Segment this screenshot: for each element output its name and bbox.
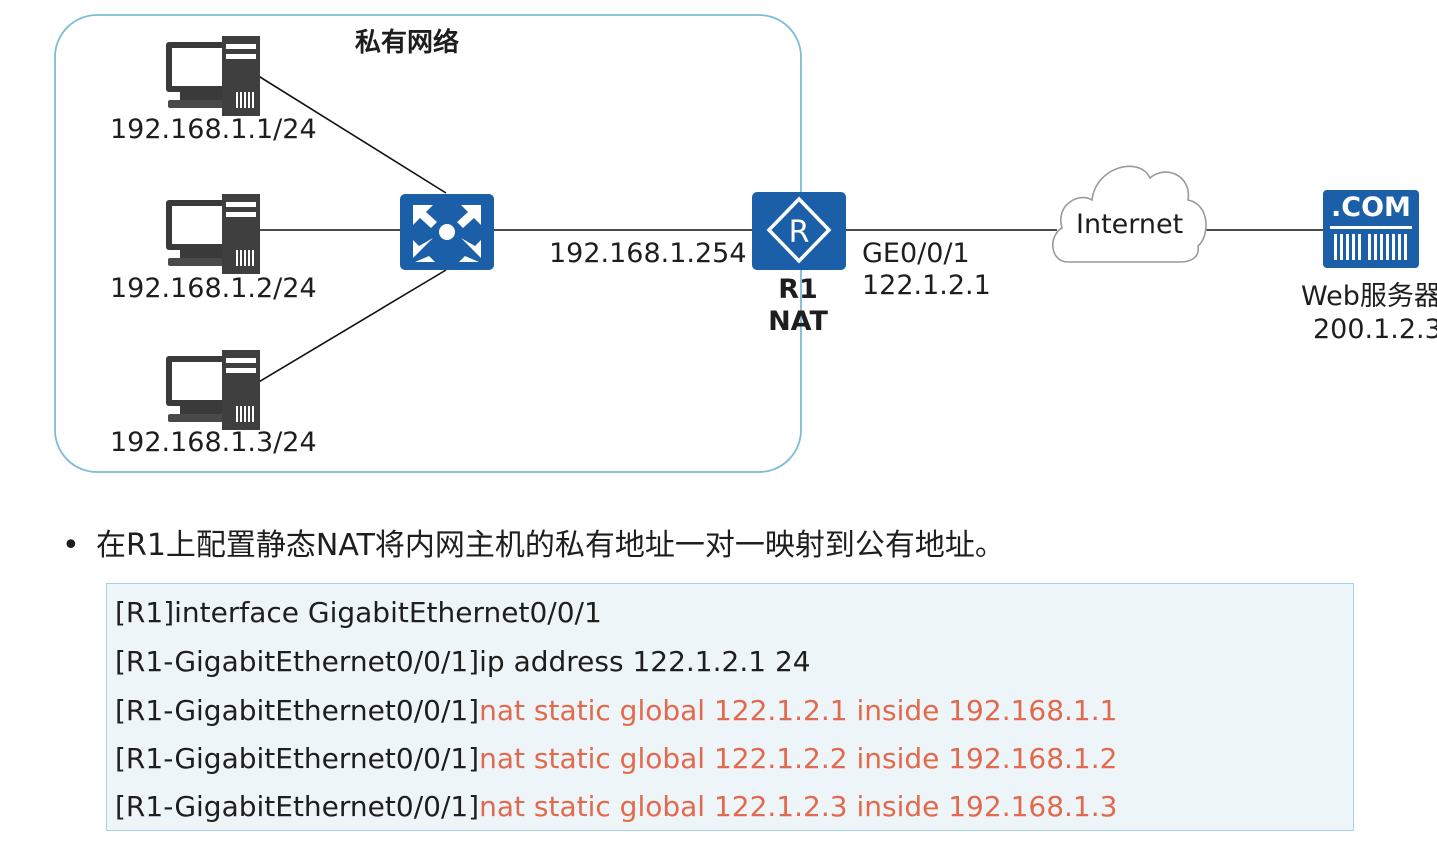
link-host3-switch <box>251 269 447 387</box>
config-line-5-prefix: [R1-GigabitEthernet0/0/1] <box>115 790 480 823</box>
description-bullet: • 在R1上配置静态NAT将内网主机的私有地址一对一映射到公有地址。 <box>62 520 1005 564</box>
private-network-label: 私有网络 <box>355 28 460 58</box>
switch-icon <box>400 194 494 270</box>
config-line-4-cmd: nat static global 122.1.2.2 inside 192.1… <box>479 742 1118 775</box>
internet-cloud-icon <box>1052 165 1207 263</box>
config-line-4: [R1-GigabitEthernet0/0/1]nat static glob… <box>115 742 1117 775</box>
description-text: 在R1上配置静态NAT将内网主机的私有地址一对一映射到公有地址。 <box>96 528 1005 563</box>
config-line-2: [R1-GigabitEthernet0/0/1]ip address 122.… <box>115 645 811 678</box>
config-line-1-prefix: [R1]interface GigabitEthernet0/0/1 <box>115 596 602 629</box>
web-server-icon <box>1323 190 1419 268</box>
host-2-icon <box>166 194 260 274</box>
links <box>251 71 1323 387</box>
bullet-dot: • <box>62 528 80 563</box>
server-name: Web服务器 <box>1301 281 1437 312</box>
host-1-icon <box>166 36 260 116</box>
config-code-block: [R1]interface GigabitEthernet0/0/1 [R1-G… <box>106 583 1354 831</box>
server-ip: 200.1.2.3 <box>1313 314 1437 345</box>
svg-text:R: R <box>789 215 810 250</box>
router-interface: GE0/0/1 <box>862 238 970 269</box>
config-line-3-prefix: [R1-GigabitEthernet0/0/1] <box>115 694 480 727</box>
config-line-3: [R1-GigabitEthernet0/0/1]nat static glob… <box>115 694 1117 727</box>
link-host1-switch <box>251 71 447 194</box>
config-line-2-prefix: [R1-GigabitEthernet0/0/1]ip address 122.… <box>115 645 811 678</box>
host-3-icon <box>166 350 260 430</box>
network-topology: R <box>54 14 1419 473</box>
host-1-ip: 192.168.1.1/24 <box>110 114 317 145</box>
router-ip: 122.1.2.1 <box>862 270 991 301</box>
host-3-ip: 192.168.1.3/24 <box>110 427 317 458</box>
config-line-1: [R1]interface GigabitEthernet0/0/1 <box>115 596 602 629</box>
config-line-4-prefix: [R1-GigabitEthernet0/0/1] <box>115 742 480 775</box>
server-badge: .COM <box>1331 192 1411 223</box>
router-role: NAT <box>768 306 828 337</box>
router-name: R1 <box>778 274 818 305</box>
switch-link-ip: 192.168.1.254 <box>549 238 747 269</box>
config-line-5-cmd: nat static global 122.1.2.3 inside 192.1… <box>479 790 1118 823</box>
router-icon: R <box>752 192 846 270</box>
host-2-ip: 192.168.1.2/24 <box>110 273 317 304</box>
config-line-5: [R1-GigabitEthernet0/0/1]nat static glob… <box>115 790 1117 823</box>
cloud-label: Internet <box>1076 209 1184 240</box>
config-line-3-cmd: nat static global 122.1.2.1 inside 192.1… <box>479 694 1118 727</box>
